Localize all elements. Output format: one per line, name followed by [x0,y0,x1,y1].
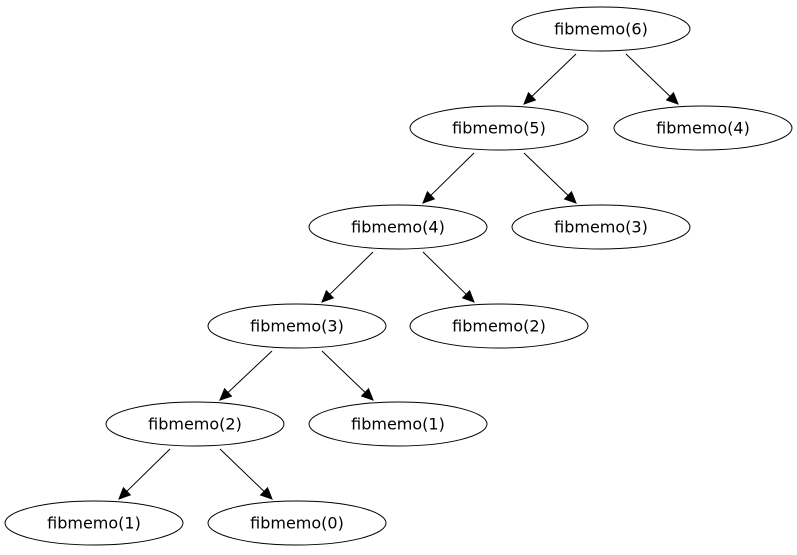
edge-line [531,53,577,97]
node-ellipse [308,401,488,447]
edge-n2-to-n1 [118,448,171,500]
node-ellipse [4,500,184,546]
node-ellipse [613,105,793,151]
arrowhead [219,387,233,401]
node-ellipse [308,204,488,250]
edge-n5-to-n3b [523,152,577,204]
node-ellipse [105,401,285,447]
edge-n6-to-n5 [523,53,577,105]
node-n6: fibmemo(6) [511,6,691,52]
edge-line [625,53,671,97]
node-ellipse [207,500,387,546]
node-label-fibmemo-3: fibmemo(3) [250,317,344,336]
edge-line [227,350,273,393]
node-n5: fibmemo(5) [409,105,589,151]
node-ellipse [409,303,589,349]
arrowhead [523,91,537,105]
arrowhead [321,289,335,303]
arrowhead [259,486,273,500]
node-n1: fibmemo(1) [4,500,184,546]
edge-n4-to-n2b [422,251,475,303]
node-n2: fibmemo(2) [105,401,285,447]
edge-line [321,350,366,393]
node-label-fibmemo-1: fibmemo(1) [351,415,445,434]
edge-line [219,448,265,492]
node-ellipse [511,204,691,250]
node-ellipse [207,303,387,349]
edge-line [126,448,171,492]
node-label-fibmemo-5: fibmemo(5) [452,119,546,138]
arrowhead [563,190,577,204]
node-label-fibmemo-3: fibmemo(3) [554,218,648,237]
edge-line [422,251,467,295]
arrowhead [422,190,436,204]
edge-n6-to-n4b [625,53,679,105]
node-ellipse [409,105,589,151]
arrowhead [118,486,132,500]
node-n1b: fibmemo(1) [308,401,488,447]
arrowhead [360,387,374,401]
arrowhead [461,289,475,303]
edges-layer [118,53,679,500]
arrowhead [665,91,679,105]
edge-n5-to-n4 [422,152,475,204]
node-n0: fibmemo(0) [207,500,387,546]
node-label-fibmemo-4: fibmemo(4) [351,218,445,237]
node-n4b: fibmemo(4) [613,105,793,151]
edge-n4-to-n3 [321,251,374,303]
node-label-fibmemo-0: fibmemo(0) [250,514,344,533]
node-label-fibmemo-2: fibmemo(2) [148,415,242,434]
node-label-fibmemo-6: fibmemo(6) [554,20,648,39]
edge-n2-to-n0 [219,448,273,500]
node-n3b: fibmemo(3) [511,204,691,250]
edge-line [329,251,374,295]
node-ellipse [511,6,691,52]
node-n2b: fibmemo(2) [409,303,589,349]
node-n4: fibmemo(4) [308,204,488,250]
node-label-fibmemo-2: fibmemo(2) [452,317,546,336]
edge-n3-to-n2 [219,350,273,401]
nodes-layer: fibmemo(6) fibmemo(5) fibmemo(4) fibmemo(4)… [4,6,793,546]
node-label-fibmemo-4: fibmemo(4) [656,119,750,138]
node-n3: fibmemo(3) [207,303,387,349]
node-label-fibmemo-1: fibmemo(1) [47,514,141,533]
edge-line [523,152,569,196]
edge-line [430,152,475,196]
edge-n3-to-n1b [321,350,374,401]
